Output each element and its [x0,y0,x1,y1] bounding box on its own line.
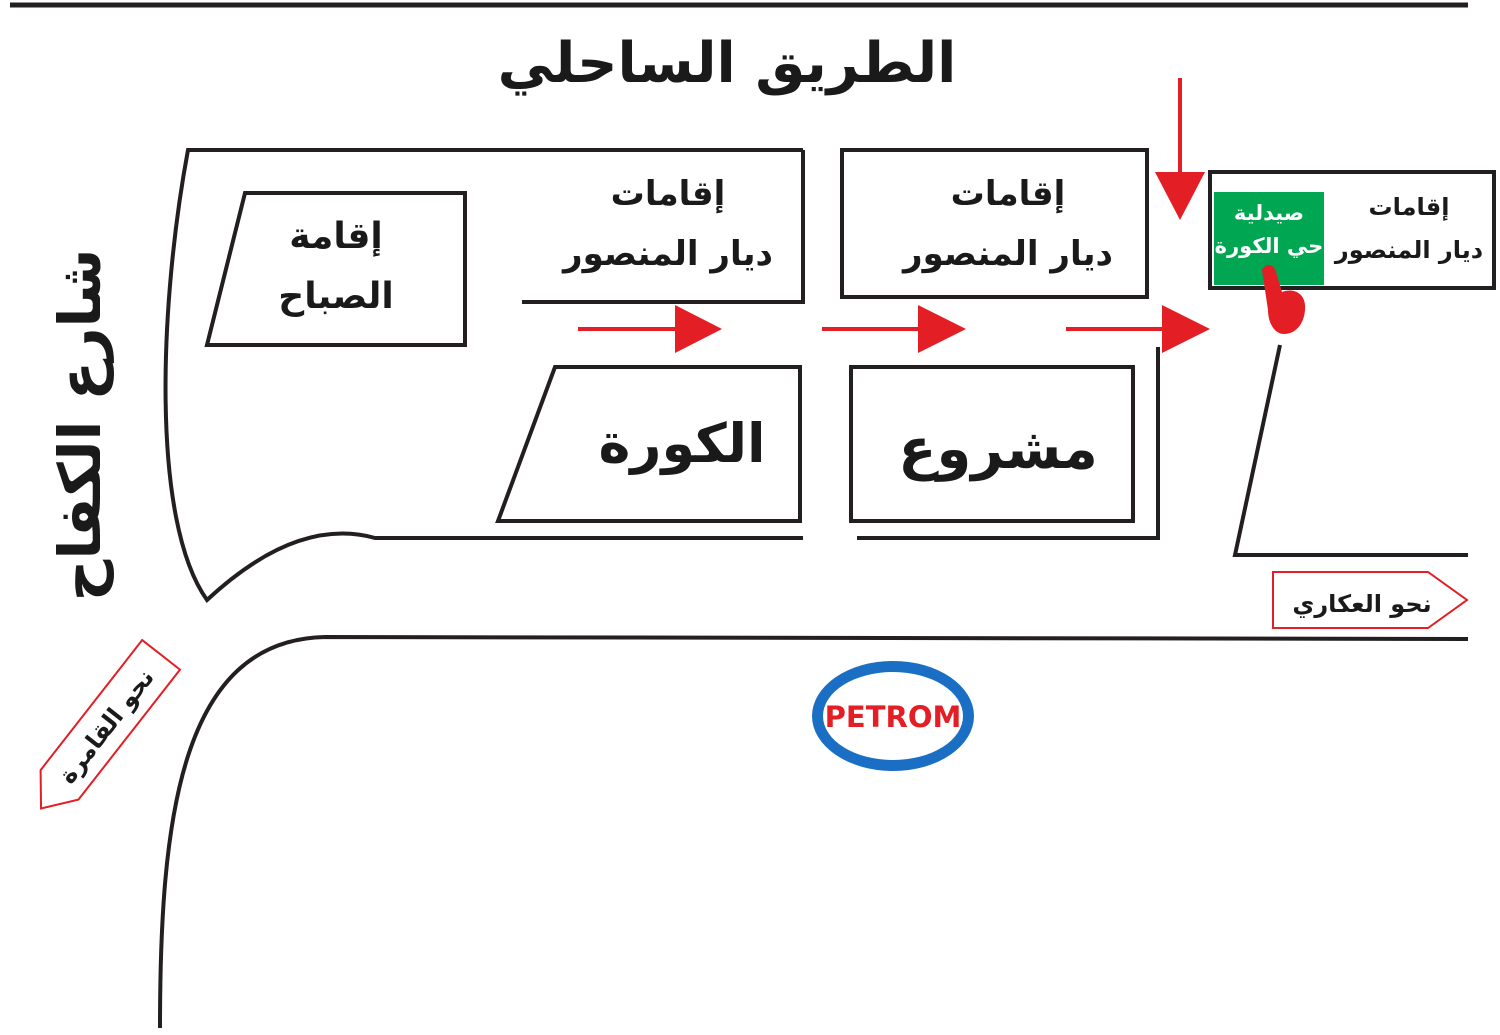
street-label-left: شارع الكفاح [46,249,114,602]
label-project: مشروع [898,417,1098,482]
petrom-logo: PETROM [812,661,974,771]
label-mansour-2b: ديار المنصور [901,234,1113,274]
block-mansour-3 [1208,170,1496,290]
label-sabah-2: الصباح [278,276,394,317]
block-kora [495,365,802,523]
block-outline-right [1232,344,1468,557]
pharmacy-label-1: صيدلية [1234,201,1304,225]
sign-right-label: نحو العكاري [1292,590,1431,618]
block-outline-left [163,148,805,604]
label-sabah-1: إقامة [289,216,383,257]
label-kora: الكورة [598,412,765,475]
label-mansour-1a: إقامات [611,174,726,214]
label-mansour-2a: إقامات [951,174,1066,214]
direction-arrow [822,305,966,353]
block-sabah [204,191,467,347]
block-outline-middle [857,347,1160,540]
direction-arrow [578,305,722,353]
pharmacy-label-2: حي الكورة [1215,234,1324,258]
sign-left [39,638,182,810]
svg-text:PETROM: PETROM [825,700,962,734]
label-mansour-3a: إقامات [1369,193,1450,221]
block-mansour-2 [840,148,1149,299]
label-mansour-1b: ديار المنصور [561,234,773,274]
sign-left-label: نحو القامرة [53,664,160,789]
map-title: الطريق الساحلي [498,31,957,96]
pointing-hand-icon [1262,264,1306,334]
direction-arrow-down [1155,78,1205,220]
label-mansour-3b: ديار المنصور [1334,236,1483,264]
main-road-edge [158,634,1469,1029]
block-project [849,365,1135,523]
direction-arrow [1066,305,1210,353]
sign-right [1272,571,1469,629]
